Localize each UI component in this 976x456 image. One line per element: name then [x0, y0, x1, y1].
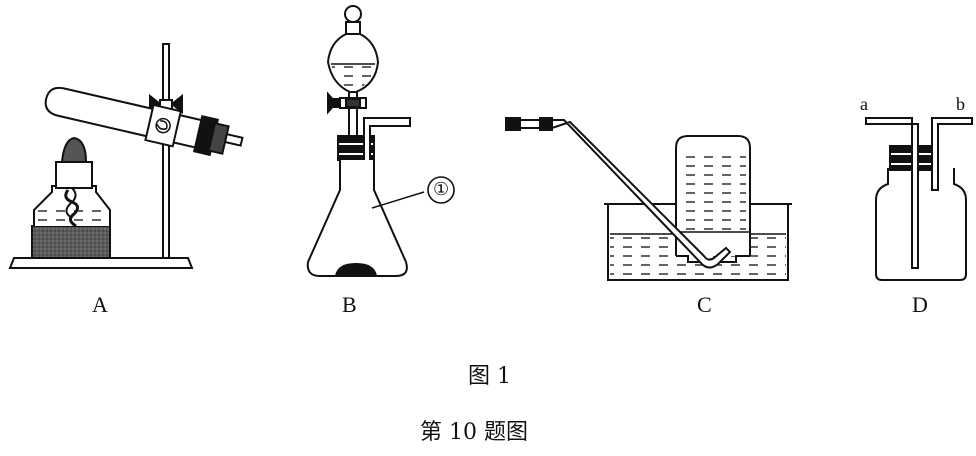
port-label-a: a [860, 94, 868, 114]
apparatus-b [308, 6, 454, 276]
outlet-tube-b [932, 118, 972, 190]
lamp-block [32, 226, 110, 258]
wick [66, 190, 78, 226]
conical-flask [308, 160, 407, 276]
apparatus-c [506, 118, 792, 280]
delivery-tube [552, 120, 730, 268]
washing-bottle [876, 168, 966, 280]
figure-title: 第 10 题图 [420, 420, 528, 445]
apparatus-d [866, 118, 972, 280]
flame [62, 138, 86, 162]
funnel-stopper [345, 6, 361, 22]
stand-base [10, 258, 192, 268]
marker-circle [428, 177, 454, 203]
figure-caption: 图 1 [468, 364, 511, 389]
stand-rod [163, 44, 169, 258]
stopcock [328, 94, 336, 112]
panel-label-b: B [342, 292, 357, 317]
marker-one: ① [433, 179, 450, 199]
panel-label-c: C [697, 292, 712, 317]
port-label-b: b [956, 94, 965, 114]
panel-label-a: A [92, 292, 108, 317]
test-tube [42, 81, 245, 161]
apparatus-a [10, 44, 245, 268]
inlet-tube-a [866, 118, 918, 268]
panel-label-d: D [912, 292, 928, 317]
solid-reagent [336, 264, 376, 276]
